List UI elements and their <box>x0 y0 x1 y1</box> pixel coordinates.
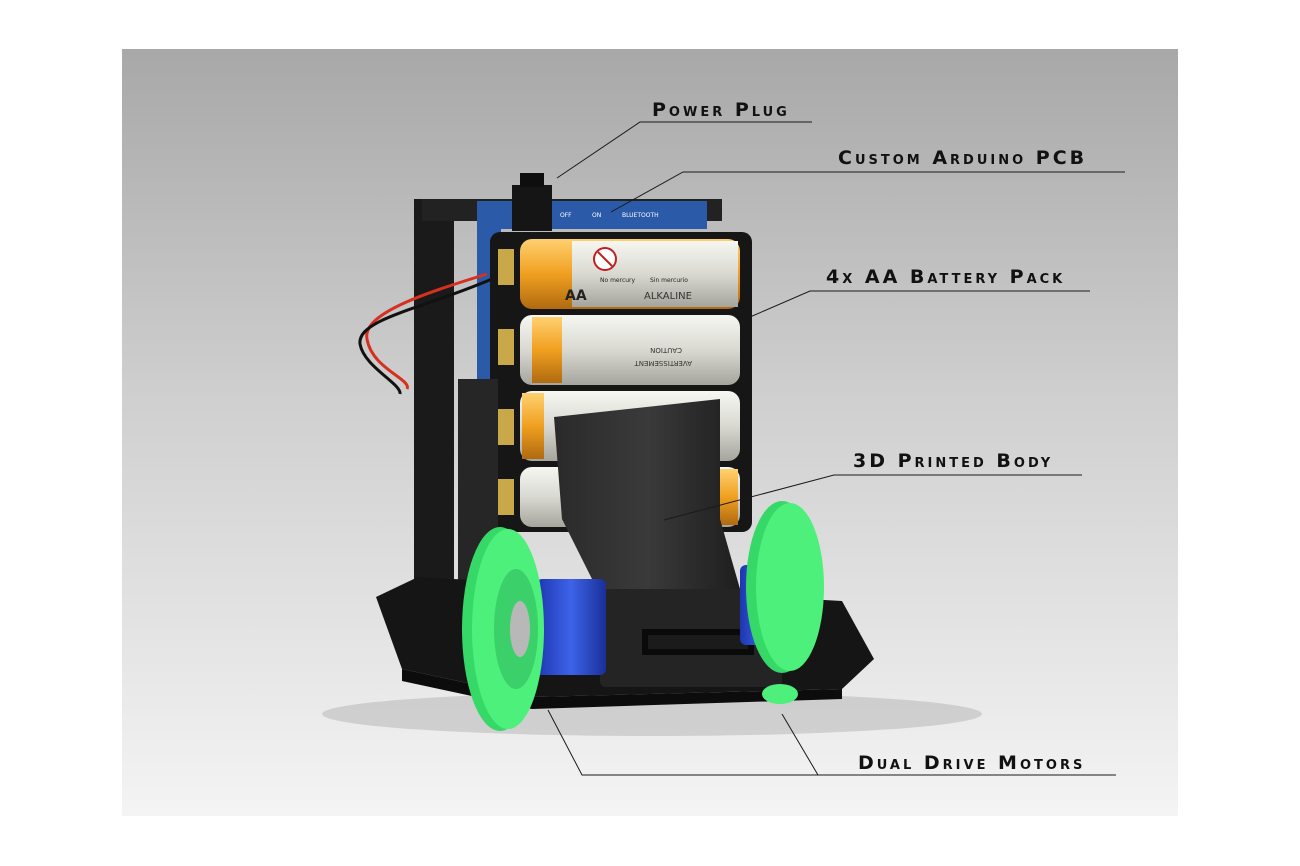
left-servo <box>536 579 606 675</box>
printed-body-label: 3D Printed Body <box>853 450 1054 472</box>
battery-pack-label: 4x AA Battery Pack <box>826 266 1066 288</box>
battery-1: AA ALKALINE No mercury Sin mercurio <box>520 239 740 309</box>
battery-sin-mercurio-text: Sin mercurio <box>650 277 688 284</box>
power-jack <box>512 185 552 231</box>
battery-chemistry-text: ALKALINE <box>644 291 692 302</box>
left-wheel <box>462 527 544 731</box>
pcb-on-label: ON <box>592 212 601 219</box>
battery-no-mercury-text: No mercury <box>600 277 636 284</box>
drive-motors-label: Dual Drive Motors <box>858 752 1086 774</box>
pcb-bluetooth-label: BLUETOOTH <box>622 212 659 219</box>
printed-body <box>554 399 782 687</box>
power-plug-label: Power Plug <box>652 99 790 121</box>
battery-avertissement-text: AVERTISSEMENT <box>634 359 692 367</box>
battery-caution-text: CAUTION <box>650 346 682 354</box>
right-wheel <box>746 501 824 673</box>
custom-pcb-label: Custom Arduino PCB <box>838 147 1088 169</box>
battery-2: CAUTION AVERTISSEMENT <box>520 315 740 385</box>
battery-brand-text: AA <box>565 288 587 304</box>
pcb-off-label: OFF <box>560 212 572 219</box>
